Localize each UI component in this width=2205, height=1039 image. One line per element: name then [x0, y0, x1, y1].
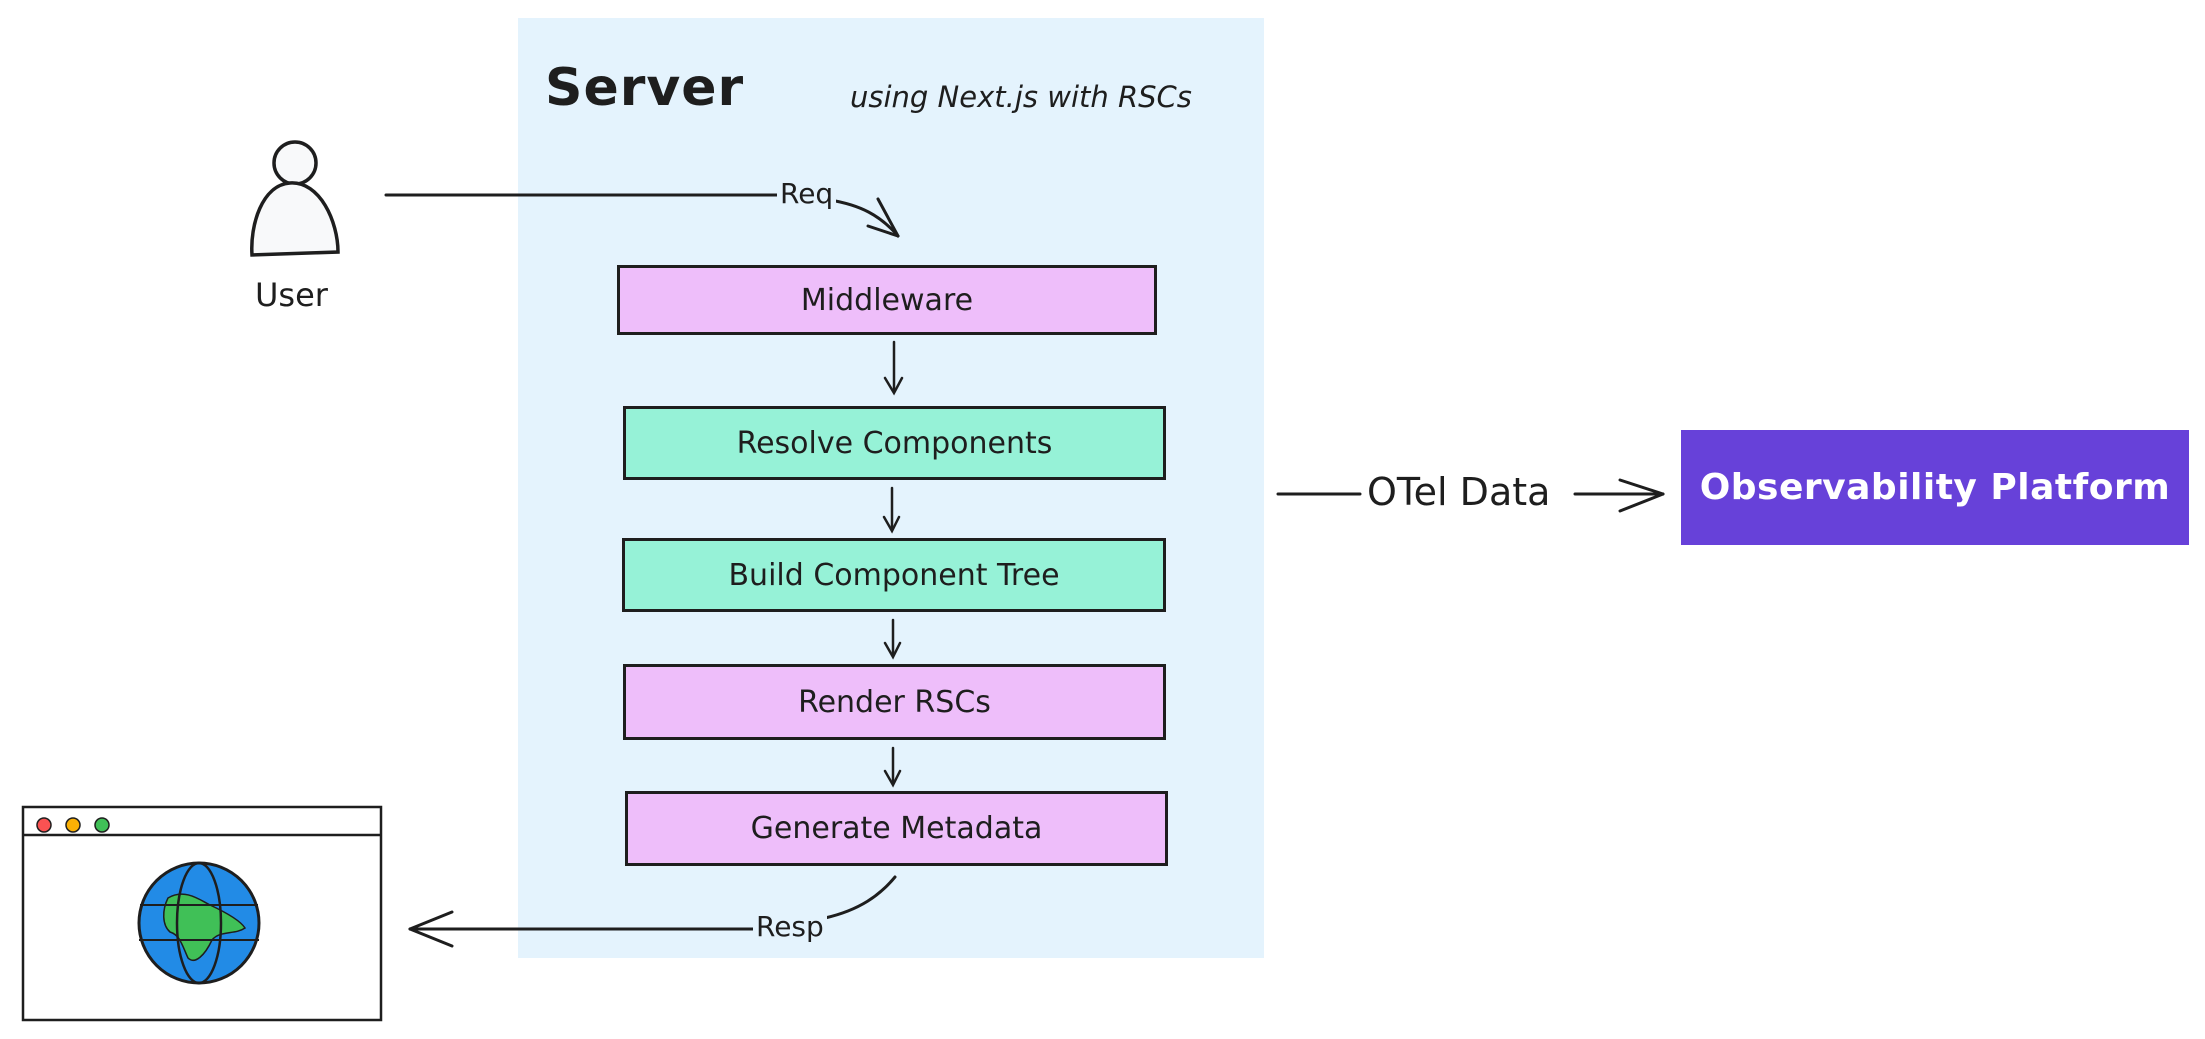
step-label: Build Component Tree: [728, 557, 1060, 593]
otel-arrow: [1276, 478, 1665, 513]
step-label: Resolve Components: [736, 425, 1053, 461]
response-arrow: [408, 875, 897, 948]
browser-window-icon: [21, 805, 383, 1022]
response-label: Resp: [753, 913, 827, 941]
step-build-component-tree: Build Component Tree: [622, 538, 1166, 612]
platform-label: Observability Platform: [1699, 467, 2171, 508]
step-label: Middleware: [800, 282, 974, 318]
step-generate-metadata: Generate Metadata: [625, 791, 1168, 866]
observability-platform: Observability Platform: [1681, 430, 2189, 545]
request-arrow: [384, 193, 900, 238]
server-subtitle: using Next.js with RSCs: [850, 80, 1192, 114]
user-icon: [250, 140, 340, 257]
request-label: Req: [777, 180, 837, 208]
user-label: User: [255, 276, 328, 314]
step-label: Render RSCs: [798, 684, 991, 720]
otel-data-label: OTel Data: [1363, 473, 1555, 511]
globe-icon: [137, 861, 261, 985]
step-resolve-components: Resolve Components: [623, 406, 1166, 480]
server-title: Server: [545, 58, 745, 118]
step-connector-arrows: [882, 340, 904, 788]
step-label: Generate Metadata: [750, 811, 1043, 846]
step-middleware: Middleware: [617, 265, 1157, 335]
step-render-rscs: Render RSCs: [623, 664, 1166, 740]
